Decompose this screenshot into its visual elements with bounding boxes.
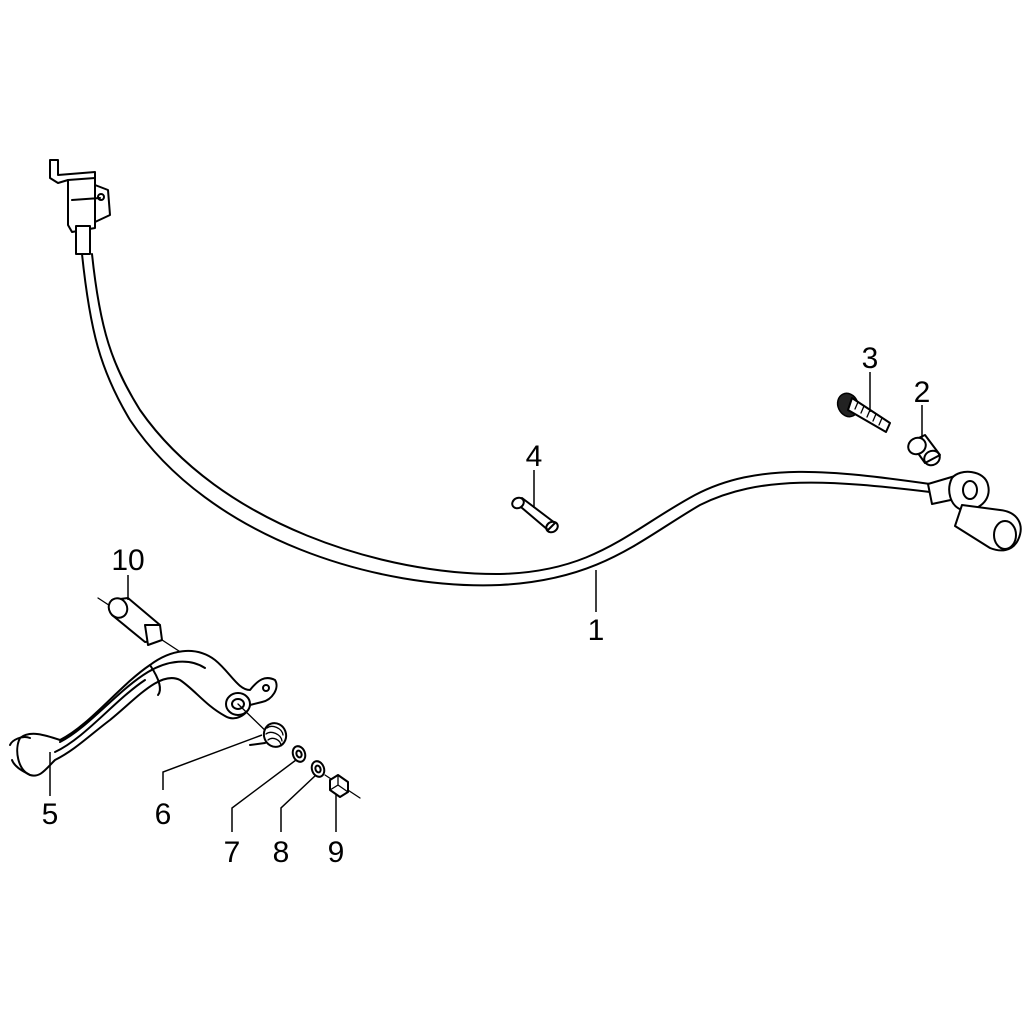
sensor-head bbox=[927, 470, 1022, 552]
leader-8 bbox=[280, 774, 317, 832]
washer-7 bbox=[291, 745, 307, 763]
callout-2: 2 bbox=[914, 376, 931, 409]
connector bbox=[49, 159, 111, 255]
bolt bbox=[836, 392, 891, 433]
leader-lines bbox=[49, 372, 923, 832]
callout-6: 6 bbox=[155, 798, 172, 831]
callout-3: 3 bbox=[862, 342, 879, 375]
callout-labels: 1 2 3 4 5 6 7 8 9 10 bbox=[42, 342, 931, 869]
callout-9: 9 bbox=[328, 836, 345, 869]
return-spring bbox=[249, 722, 288, 748]
callout-7: 7 bbox=[224, 836, 241, 869]
callout-8: 8 bbox=[273, 836, 290, 869]
callout-4: 4 bbox=[526, 440, 543, 473]
pivot-pin bbox=[97, 597, 186, 656]
collar-sleeve bbox=[907, 434, 941, 467]
sensor-cable-assembly bbox=[49, 159, 1022, 587]
leader-7 bbox=[231, 759, 297, 832]
callout-10: 10 bbox=[111, 544, 144, 577]
callout-1: 1 bbox=[588, 614, 605, 647]
nut bbox=[324, 774, 361, 799]
leader-6 bbox=[162, 734, 263, 790]
callout-5: 5 bbox=[42, 798, 59, 831]
dowel-pin bbox=[511, 496, 559, 534]
cable bbox=[81, 253, 931, 587]
washer-8 bbox=[310, 760, 326, 778]
